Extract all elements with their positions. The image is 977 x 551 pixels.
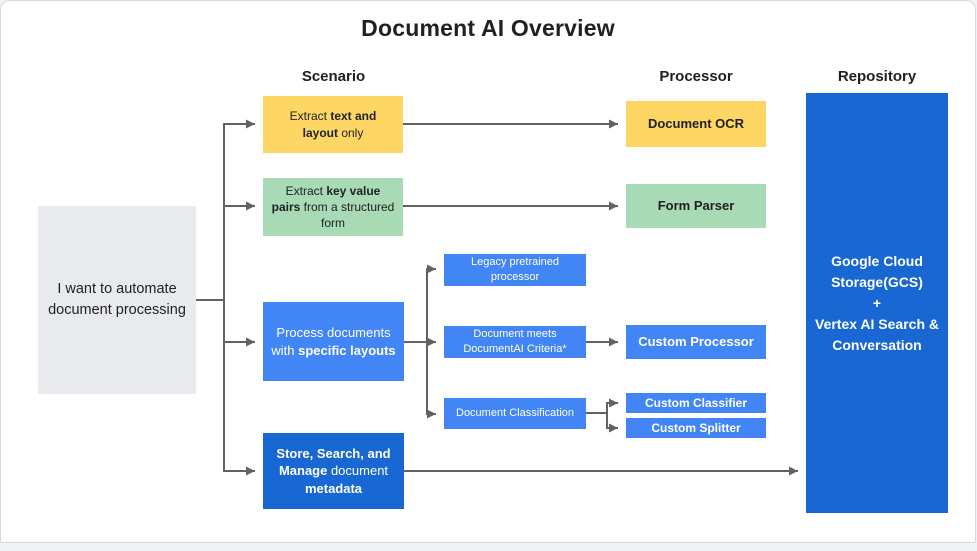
- label-text: Store, Search, and Manage document metad…: [271, 445, 396, 498]
- column-header-repository: Repository: [837, 68, 917, 85]
- repo-line-3: Vertex AI Search & Conversation: [815, 315, 939, 353]
- node-processor-custom-splitter: Custom Splitter: [626, 418, 766, 438]
- label-segment: only: [337, 125, 364, 140]
- label-segment: from a structured form: [300, 199, 395, 231]
- node-scenario-extract-key-value: Extract key value pairs from a structure…: [263, 178, 403, 236]
- label-text: Document OCR: [647, 116, 745, 132]
- node-repository-gcs-vertex: Google Cloud Storage(GCS) + Vertex AI Se…: [806, 93, 948, 513]
- repo-line-1: Google Cloud Storage(GCS): [831, 252, 923, 290]
- label-segment-bold: key value pairs: [271, 183, 381, 214]
- label-text: Custom Splitter: [651, 420, 741, 435]
- repo-line-2: +: [872, 294, 882, 311]
- node-document-classification: Document Classification: [444, 398, 586, 429]
- label-text: Extract key value pairs from a structure…: [271, 183, 395, 232]
- node-processor-custom-classifier: Custom Classifier: [626, 393, 766, 413]
- node-processor-custom-processor: Custom Processor: [626, 325, 766, 359]
- node-processor-document-ocr: Document OCR: [626, 101, 766, 147]
- node-automate-document-processing: I want to automate document processing: [38, 206, 196, 394]
- column-header-processor: Processor: [659, 68, 733, 85]
- label-text: I want to automate document processing: [48, 280, 186, 318]
- label-segment-bold: metadata: [304, 480, 363, 496]
- label-text: Form Parser: [657, 198, 735, 214]
- label-segment-bold: text and layout: [302, 109, 377, 140]
- node-scenario-specific-layouts: Process documents with specific layouts: [263, 302, 404, 381]
- label-text: Google Cloud Storage(GCS) + Vertex AI Se…: [814, 251, 940, 356]
- diagram-title: Document AI Overview: [361, 15, 615, 41]
- label-segment-bold: Store, Search, and Manage: [276, 445, 391, 479]
- label-text: Custom Processor: [638, 334, 754, 350]
- label-text: Document Classification: [456, 407, 574, 420]
- node-scenario-store-search-manage: Store, Search, and Manage document metad…: [263, 433, 404, 509]
- node-documentai-criteria: Document meets DocumentAI Criteria*: [444, 326, 586, 358]
- node-scenario-extract-text-layout: Extract text and layout only: [263, 96, 403, 153]
- label-text: Document meets DocumentAI Criteria*: [463, 328, 567, 355]
- label-text: Custom Classifier: [644, 395, 748, 410]
- column-header-scenario: Scenario: [301, 68, 366, 85]
- label-text: Process documents with specific layouts: [271, 324, 396, 359]
- label-text: Legacy pretrained processor: [470, 256, 560, 283]
- label-segment: Process documents with: [271, 324, 391, 358]
- label-segment: Extract: [289, 109, 331, 124]
- label-segment: Extract: [285, 183, 327, 198]
- node-legacy-pretrained-processor: Legacy pretrained processor: [444, 254, 586, 286]
- label-text: Extract text and layout only: [271, 108, 395, 140]
- label-segment-bold: specific layouts: [298, 342, 396, 358]
- node-processor-form-parser: Form Parser: [626, 184, 766, 228]
- label-segment: document: [327, 463, 389, 479]
